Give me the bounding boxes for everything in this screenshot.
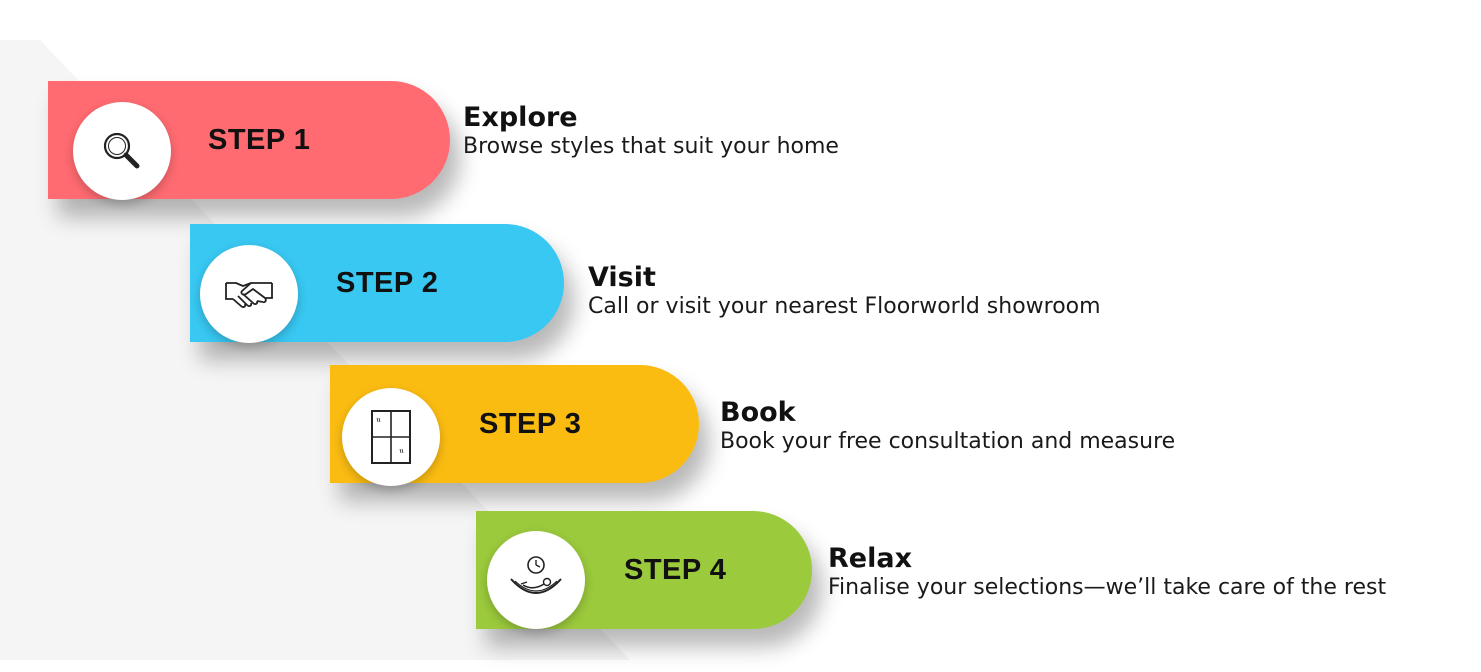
step-3-label: STEP 3 [479,408,582,440]
step-3-description: Book your free consultation and measure [720,429,1176,454]
handshake-icon [223,274,275,314]
step-1-description: Browse styles that suit your home [463,134,839,159]
step-1-icon-circle [73,102,171,200]
step-1-title: Explore [463,102,578,133]
step-1-text: Explore Browse styles that suit your hom… [463,103,839,161]
step-1-label: STEP 1 [208,124,311,156]
window-icon [370,409,412,465]
step-4-label: STEP 4 [624,554,727,586]
step-3-icon-circle [342,388,440,486]
hammock-relax-icon [507,555,565,605]
step-2-description: Call or visit your nearest Floorworld sh… [588,294,1101,319]
step-2-icon-circle [200,245,298,343]
step-3-title: Book [720,397,796,428]
step-4-icon-circle [487,531,585,629]
step-4-title: Relax [828,543,912,574]
magnifier-icon [99,128,145,174]
step-3-text: Book Book your free consultation and mea… [720,398,1175,456]
step-4-text: Relax Finalise your selections—we’ll tak… [828,544,1386,602]
step-2-text: Visit Call or visit your nearest Floorwo… [588,263,1101,321]
step-4-description: Finalise your selections—we’ll take care… [828,575,1387,600]
step-2-label: STEP 2 [336,267,439,299]
step-2-title: Visit [588,262,656,293]
